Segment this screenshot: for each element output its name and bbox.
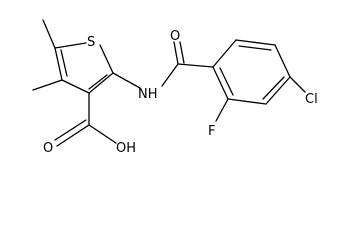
acid-oxygen-label: O [43, 141, 53, 156]
hydroxyl-label: OH [116, 141, 136, 156]
carboxylic-acid-group [54, 92, 117, 147]
bond-cooh-double-o-2 [54, 119, 87, 141]
nh-atom-label: NH [138, 87, 158, 102]
chlorine-atom-label: Cl [305, 92, 318, 107]
bond-cooh-oh [88, 124, 117, 144]
sulfur-atom-label: S [87, 35, 95, 50]
amide-oxygen-label: O [170, 29, 180, 44]
bond-s-c5 [54, 42, 87, 49]
bond-ring-c2-c3 [235, 39, 276, 46]
thiophene-ring [54, 42, 114, 94]
fluorine-atom-label: F [208, 124, 215, 139]
bond-c4-c5 [54, 47, 63, 81]
bond-c4-methyl [32, 79, 63, 91]
bond-c5-methyl [42, 19, 56, 49]
bond-ring-c2-c3-double [238, 45, 272, 51]
benzene-ring [212, 39, 291, 105]
bond-cooh-double-o [56, 124, 90, 147]
bond-ring-c5-c6 [227, 98, 267, 105]
bond-ring-c4-c5-double [262, 76, 285, 100]
amide-linkage [112, 41, 214, 89]
bond-ring-c6-c1-double [219, 67, 234, 96]
bond-ring-cl [289, 76, 306, 93]
bond-carbonyl-o-double [179, 41, 185, 64]
bond-c2-c3 [88, 72, 114, 94]
bond-c4-c5-double [60, 49, 68, 77]
molecule-structure: S NH O O OH F Cl [32, 19, 318, 156]
bond-ring-c6-c1 [212, 66, 229, 100]
bond-ring-c3-c4 [274, 44, 291, 78]
bond-carbonyl-o [173, 41, 179, 65]
bond-ring-c1-c2 [212, 39, 237, 68]
bond-c2-nh [112, 72, 141, 89]
bond-ring-f [215, 98, 229, 122]
bond-c2-c3-double [88, 74, 108, 90]
bond-nh-carbonyl [161, 63, 179, 87]
bond-carbonyl-ring [177, 63, 214, 68]
bond-ring-c4-c5 [265, 76, 291, 105]
bond-s-c2 [99, 44, 114, 74]
bond-c3-c4 [61, 79, 90, 94]
